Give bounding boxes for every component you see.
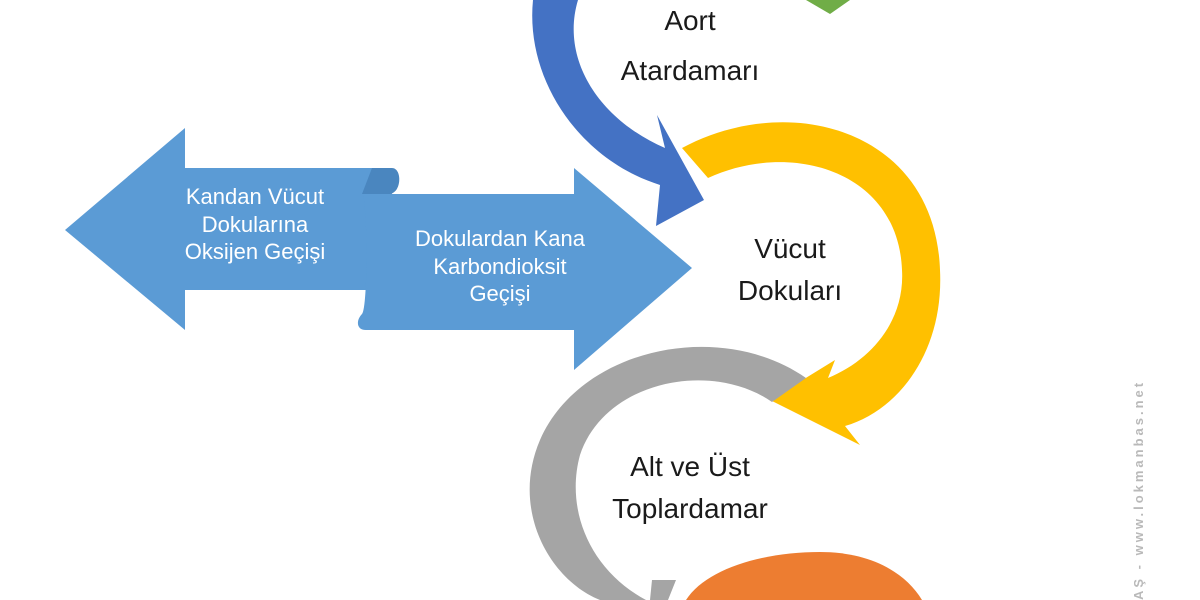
right-arrow-shape [357,168,692,370]
watermark-text: AŞ - www.lokmanbas.net [1131,379,1146,600]
blue-cycle-arrow [532,0,704,226]
scroll-curl [362,168,400,194]
watermark: AŞ - www.lokmanbas.net [1127,340,1147,600]
orange-cycle-arrow [686,552,922,600]
right-arrow-line-2: Karbondioksit [433,253,567,279]
vucut-line-2: Dokuları [737,275,843,306]
right-arrow-line-3: Geçişi [469,281,531,306]
gray-cycle-arrow [529,346,806,600]
toplardamar-line-1: Alt ve Üst [630,451,750,482]
right-arrow-line-1: Dokulardan Kana [414,226,585,251]
yellow-cycle-arrow [682,122,941,445]
aort-line-2: Atardamarı [620,55,760,86]
left-arrow-line-1: Kandan Vücut [185,184,325,209]
left-arrow-line-2: Dokularına [201,211,309,237]
right-arrow-label: Dokulardan Kana Karbondioksit Geçişi [385,225,615,308]
aort-label: Aort Atardamarı [580,0,800,92]
left-arrow-label: Kandan Vücut Dokularına Oksijen Geçişi [140,183,370,266]
green-arrow-head [806,0,850,14]
aort-line-1: Aort [664,5,716,36]
gray-arrow-head [650,580,676,600]
left-arrow-line-3: Oksijen Geçişi [184,239,326,264]
toplardamar-label: Alt ve Üst Toplardamar [575,446,805,530]
vucut-line-1: Vücut [754,233,826,264]
left-arrow-shape [65,128,392,330]
vucut-label: Vücut Dokuları [690,228,890,312]
toplardamar-line-2: Toplardamar [612,493,768,524]
